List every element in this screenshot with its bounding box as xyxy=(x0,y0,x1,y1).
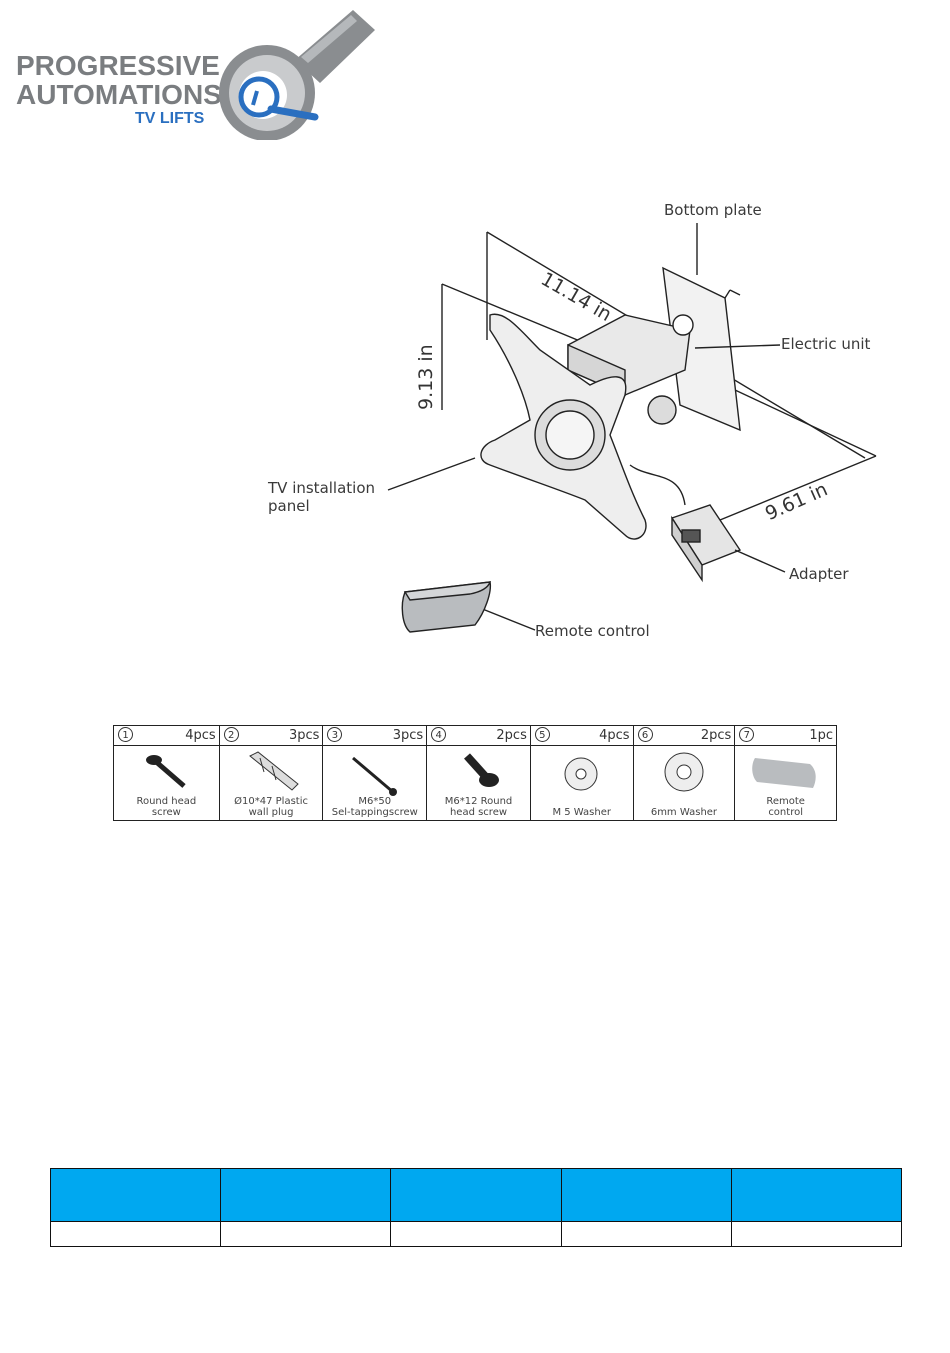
label-remote-control: Remote control xyxy=(535,622,650,640)
wall-plug-icon xyxy=(248,751,299,791)
spec-header-cell xyxy=(51,1169,222,1221)
remote-icon xyxy=(752,758,816,788)
screw-icon xyxy=(146,755,186,788)
label-adapter: Adapter xyxy=(789,565,849,583)
spec-header-cell xyxy=(732,1169,901,1221)
part-qty: 2pcs xyxy=(496,728,527,743)
part-5: 5 4pcs M 5 Washer xyxy=(530,726,634,820)
washer-icon xyxy=(664,752,704,792)
spec-data-cell xyxy=(51,1222,222,1247)
logo-line-1: PROGRESSIVE xyxy=(16,50,220,81)
label-tv-panel-line1: TV installation xyxy=(268,479,376,497)
spec-data-cell xyxy=(391,1222,562,1247)
spec-header-cell xyxy=(562,1169,732,1221)
part-name-line: M6*12 Round xyxy=(444,796,513,807)
part-name-line: Round head xyxy=(136,796,197,807)
part-number: 2 xyxy=(223,727,239,742)
spec-table xyxy=(50,1168,902,1247)
logo-line-2: AUTOMATIONS xyxy=(16,79,222,110)
part-qty: 4pcs xyxy=(599,728,630,743)
washer-icon xyxy=(564,757,598,791)
part-number: 5 xyxy=(534,727,550,742)
part-name-line: M6*50 xyxy=(358,796,392,807)
part-name-line: wall plug xyxy=(248,807,294,818)
part-name-line: 6mm Washer xyxy=(650,807,718,818)
part-number: 3 xyxy=(327,727,343,742)
part-name-line: Ø10*47 Plastic xyxy=(234,796,308,807)
spec-data-cell xyxy=(732,1222,901,1247)
part-number: 1 xyxy=(118,727,133,742)
spec-data-cell xyxy=(221,1222,392,1247)
tv-lift-drawing xyxy=(387,223,877,633)
dim-height: 9.13 in xyxy=(415,344,437,410)
spec-header-cell xyxy=(221,1169,392,1221)
part-name-line: head screw xyxy=(449,807,508,818)
wrench-logo-icon xyxy=(219,10,375,140)
part-6: 6 2pcs 6mm Washer xyxy=(633,726,736,820)
tapping-screw-icon xyxy=(352,756,398,796)
spec-header-cell xyxy=(391,1169,562,1221)
part-qty: 3pcs xyxy=(392,728,424,743)
logo-line-3: TV LIFTS xyxy=(135,110,205,127)
part-name-line: Sel-tappingscrew xyxy=(331,807,418,818)
part-number: 7 xyxy=(739,727,755,742)
part-qty: 3pcs xyxy=(288,728,320,743)
label-electric-unit: Electric unit xyxy=(781,335,871,353)
part-name-line: control xyxy=(768,807,803,818)
part-name-line: screw xyxy=(151,807,181,818)
part-qty: 1pc xyxy=(809,728,834,743)
part-qty: 2pcs xyxy=(700,728,732,743)
part-number: 4 xyxy=(431,727,447,742)
label-tv-panel-line2: panel xyxy=(268,497,310,515)
spec-data-cell xyxy=(562,1222,732,1247)
part-number: 6 xyxy=(637,727,653,742)
spec-header-row xyxy=(51,1169,901,1221)
label-bottom-plate: Bottom plate xyxy=(664,201,762,219)
bolt-icon xyxy=(464,753,500,787)
spec-data-row xyxy=(51,1221,901,1247)
part-qty: 4pcs xyxy=(185,728,216,743)
part-name-line: M 5 Washer xyxy=(552,807,611,818)
part-name-line: Remote xyxy=(766,796,805,807)
